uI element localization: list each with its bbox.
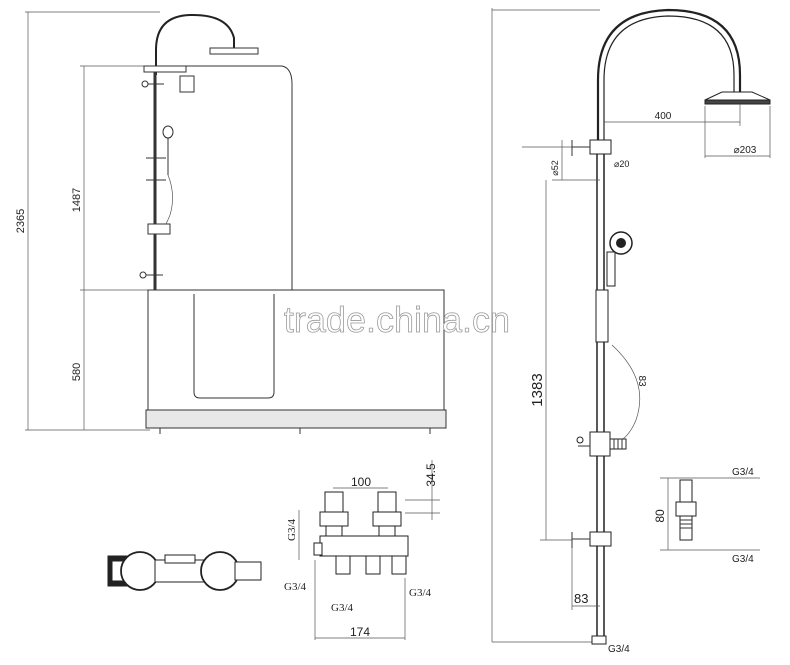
valve-width-label: 174 xyxy=(350,625,370,639)
rain-head xyxy=(209,47,259,55)
column-diverter xyxy=(589,431,611,457)
hand-shower-head xyxy=(162,125,174,139)
valve-thread-inlet-right-label: G3/4 xyxy=(409,587,432,599)
mixer-plan-view xyxy=(107,551,262,591)
rail-height-label: 1487 xyxy=(71,188,83,212)
fitting-height-label: 80 xyxy=(653,509,667,523)
glass-screen xyxy=(185,65,293,290)
column-outlet xyxy=(591,635,607,645)
fitting-detail: G3/4 G3/4 80 xyxy=(653,467,760,565)
overall-height-label: 2365 xyxy=(15,209,27,233)
shower-column-view: 400 ⌀203 ⌀52 ⌀20 1383 83 xyxy=(491,8,771,655)
bathtub-assembly-view: 2365 1487 580 xyxy=(15,11,447,434)
lower-wall-mount xyxy=(589,531,612,547)
tub-base xyxy=(145,409,447,429)
watermark-text: trade.china.cn xyxy=(284,299,510,340)
hand-shower-holder xyxy=(595,289,609,343)
tub-door-opening xyxy=(193,294,275,399)
pipe-diameter-large-label: ⌀20 xyxy=(614,159,629,169)
rail-top-bracket xyxy=(143,65,187,73)
outlet-thread-label: G3/4 xyxy=(608,644,630,655)
diverter-valve xyxy=(147,223,171,235)
bathtub-body xyxy=(147,289,445,411)
valve-thread-left-label: G3/4 xyxy=(286,519,298,542)
pipe-diameter-small-label: ⌀52 xyxy=(550,160,560,175)
riser-height-label: 1383 xyxy=(529,373,546,406)
column-rain-head xyxy=(704,91,771,101)
bottom-offset-label: 83 xyxy=(574,591,588,606)
hose-length-label: 83 xyxy=(636,375,647,387)
gooseneck-arm xyxy=(155,13,235,75)
head-diameter-label: ⌀203 xyxy=(734,145,757,156)
tub-height-label: 580 xyxy=(71,363,83,381)
valve-spacing-label: 100 xyxy=(351,475,371,489)
fitting-thread-bottom-label: G3/4 xyxy=(732,554,754,565)
shower-hose xyxy=(611,344,641,446)
upper-wall-mount xyxy=(589,139,612,155)
mixer-body xyxy=(319,535,409,557)
valve-offset-label: 34.5 xyxy=(424,463,438,487)
wall-bracket xyxy=(179,75,195,93)
arm-length-label: 400 xyxy=(655,111,672,122)
mixer-elevation-view: 100 34.5 G3/4 G3/4 G3/4 G3/4 174 xyxy=(284,460,440,640)
fitting-thread-top-label: G3/4 xyxy=(732,467,754,478)
column-gooseneck xyxy=(596,8,742,140)
valve-thread-inlet-left-label: G3/4 xyxy=(284,581,307,593)
valve-thread-bottom-label: G3/4 xyxy=(331,602,354,614)
